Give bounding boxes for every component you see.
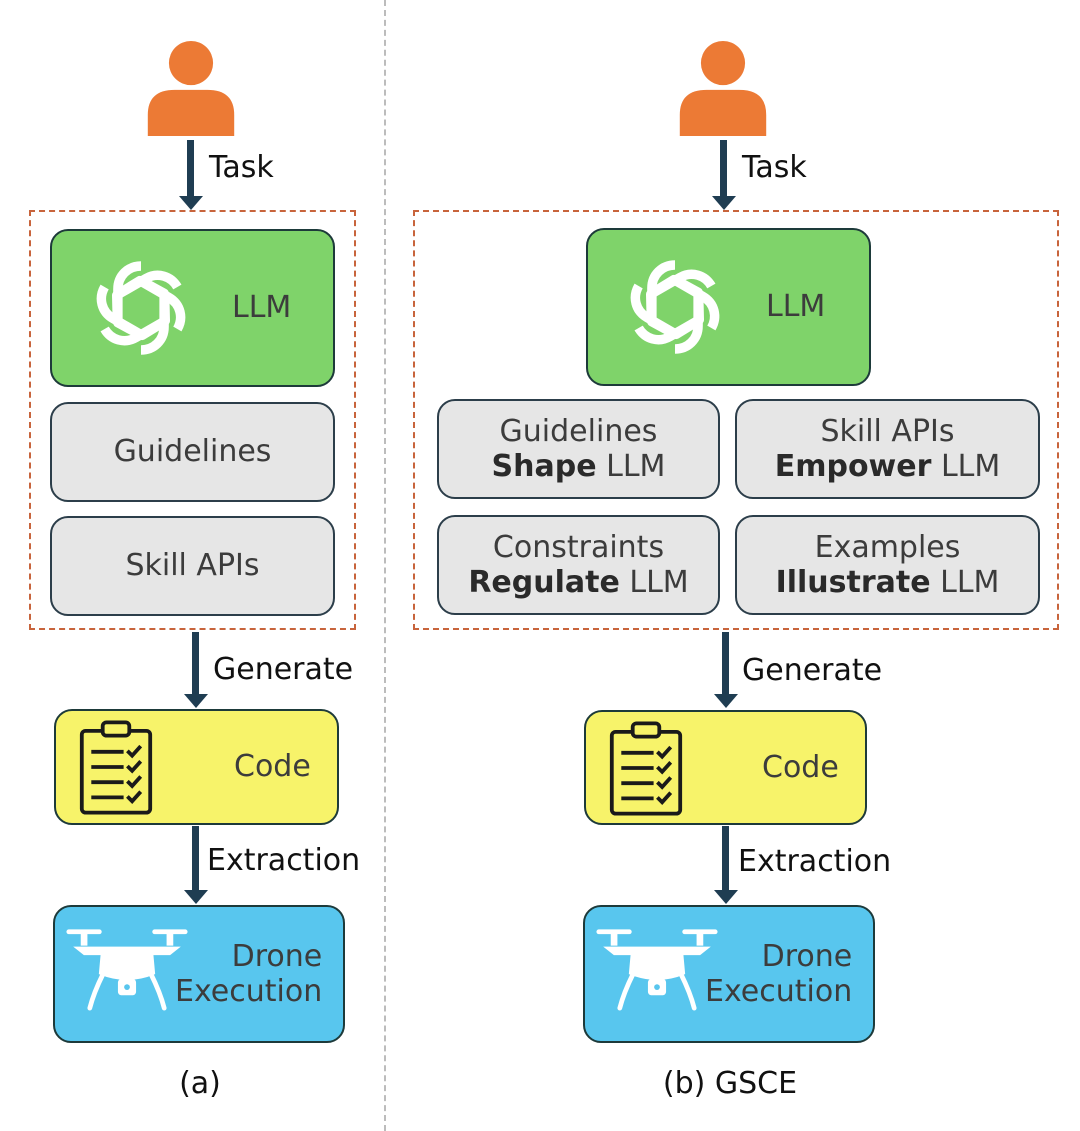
drone-execution-label: Drone Execution	[175, 939, 322, 1010]
module-subtitle: Regulate LLM	[468, 565, 688, 600]
examples-illustrate-box: Examples Illustrate LLM	[735, 515, 1040, 615]
drone-execution-box: Drone Execution	[583, 905, 875, 1043]
edge-label-generate: Generate	[213, 652, 354, 687]
module-title: Skill APIs	[820, 413, 955, 449]
constraints-regulate-label: Constraints Regulate LLM	[468, 530, 688, 601]
module-title: Examples	[814, 529, 961, 565]
arrow-generate-left	[192, 632, 199, 696]
skill-apis-empower-box: Skill APIs Empower LLM	[735, 399, 1040, 499]
edge-label-task: Task	[209, 150, 274, 185]
arrow-head	[184, 890, 208, 904]
module-title: Constraints	[492, 529, 665, 565]
drone-label-line1: Drone	[231, 938, 323, 974]
module-suffix: LLM	[931, 449, 1001, 484]
caption-b: (b) GSCE	[662, 1066, 798, 1101]
module-suffix: LLM	[619, 565, 689, 600]
drone-label-line2: Execution	[175, 974, 323, 1009]
openai-logo-icon	[612, 244, 738, 370]
arrow-head	[712, 196, 736, 210]
skill-apis-box: Skill APIs	[50, 516, 335, 616]
code-label: Code	[762, 749, 839, 785]
llm-box: LLM	[586, 228, 871, 386]
constraints-regulate-box: Constraints Regulate LLM	[437, 515, 720, 615]
edge-label-generate: Generate	[742, 653, 883, 688]
arrow-task-left	[187, 140, 194, 198]
drone-label-line2: Execution	[705, 974, 853, 1009]
module-verb: Illustrate	[775, 565, 931, 600]
openai-logo-icon	[78, 245, 204, 371]
llm-label: LLM	[766, 289, 826, 325]
drone-icon	[65, 926, 189, 1012]
module-verb: Regulate	[468, 565, 620, 600]
prompt-dashed-group	[413, 210, 1059, 630]
edge-label-extraction: Extraction	[207, 843, 361, 878]
caption-a: (a)	[179, 1066, 221, 1101]
column-divider	[384, 0, 386, 1131]
module-subtitle: Empower LLM	[775, 449, 1001, 484]
llm-box: LLM	[50, 229, 335, 387]
person-icon	[144, 40, 238, 136]
person-icon	[676, 40, 770, 136]
examples-illustrate-label: Examples Illustrate LLM	[776, 530, 1000, 601]
skill-apis-empower-label: Skill APIs Empower LLM	[775, 414, 1001, 485]
module-subtitle: Illustrate LLM	[776, 565, 1000, 600]
clipboard-checklist-icon	[608, 720, 684, 816]
arrow-extraction-right	[722, 826, 729, 892]
skill-apis-label: Skill APIs	[125, 548, 260, 584]
arrow-head	[179, 196, 203, 210]
module-suffix: LLM	[596, 449, 666, 484]
arrow-extraction-left	[192, 826, 199, 892]
drone-execution-box: Drone Execution	[53, 905, 345, 1043]
code-label: Code	[234, 749, 311, 785]
guidelines-box: Guidelines	[50, 402, 335, 502]
code-box: Code	[584, 710, 867, 825]
drone-icon	[595, 926, 719, 1012]
arrow-task-right	[720, 140, 727, 198]
edge-label-task: Task	[742, 150, 807, 185]
guidelines-label: Guidelines	[113, 434, 272, 470]
clipboard-checklist-icon	[78, 719, 154, 815]
arrow-head	[184, 694, 208, 708]
code-box: Code	[54, 709, 339, 825]
arrow-head	[714, 694, 738, 708]
module-verb: Shape	[491, 449, 597, 484]
arrow-head	[714, 890, 738, 904]
guidelines-shape-box: Guidelines Shape LLM	[437, 399, 720, 499]
arrow-generate-right	[722, 632, 729, 696]
drone-execution-label: Drone Execution	[705, 939, 852, 1010]
guidelines-shape-label: Guidelines Shape LLM	[492, 414, 666, 485]
module-suffix: LLM	[930, 565, 1000, 600]
module-subtitle: Shape LLM	[492, 449, 666, 484]
drone-label-line1: Drone	[761, 938, 853, 974]
edge-label-extraction: Extraction	[738, 844, 892, 879]
prompt-dashed-group	[29, 210, 356, 630]
module-title: Guidelines	[499, 413, 658, 449]
llm-label: LLM	[232, 290, 292, 326]
module-verb: Empower	[774, 449, 932, 484]
